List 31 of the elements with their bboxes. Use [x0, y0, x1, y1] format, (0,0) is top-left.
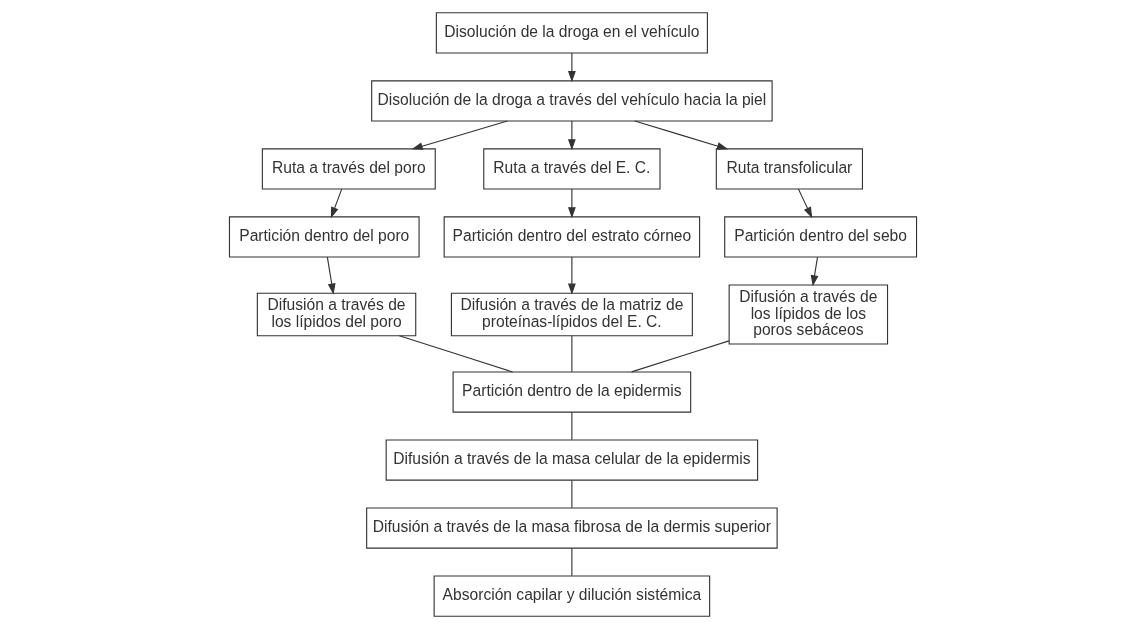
- arrow: [567, 52, 576, 83]
- node-box: Ruta a través del poro: [261, 148, 436, 190]
- arrow: [567, 188, 576, 219]
- node-box: Difusión a través de los lípidos de los poros sebáceos: [728, 284, 889, 345]
- connector: [398, 335, 514, 373]
- node-box: Partición dentro del sebo: [724, 216, 918, 258]
- arrow: [567, 120, 576, 151]
- node-box: Disolución de la droga a través del vehículo hacia la piel: [371, 80, 773, 122]
- connector: [571, 411, 573, 441]
- node-box: Difusión a través de la masa celular de la epidermis: [385, 439, 759, 481]
- node-box: Difusión a través de la masa fibrosa de la dermis superior: [366, 507, 778, 549]
- connector: [571, 335, 573, 373]
- arrow: [634, 120, 729, 150]
- node-box: Partición dentro del estrato córneo: [443, 216, 701, 258]
- node-box: Ruta a través del E. C.: [483, 148, 661, 190]
- node-box: Partición dentro de la epidermis: [452, 371, 692, 413]
- arrow: [326, 256, 336, 295]
- node-box: Difusión a través de los lípidos del poro: [256, 292, 417, 337]
- node-box: Disolución de la droga en el vehículo: [435, 12, 708, 54]
- connector: [571, 547, 573, 577]
- connector: [571, 479, 573, 509]
- arrow: [567, 256, 576, 295]
- connector: [631, 340, 730, 373]
- arrow: [797, 188, 813, 219]
- node-box: Ruta transfolicular: [715, 148, 863, 190]
- node-box: Partición dentro del poro: [228, 216, 420, 258]
- arrow: [411, 120, 508, 150]
- arrow: [330, 188, 343, 219]
- node-box: Absorción capilar y dilución sistémica: [433, 575, 711, 617]
- arrow: [810, 256, 819, 287]
- node-box: Difusión a través de la matriz de proteínas-lípidos del E. C.: [450, 292, 693, 337]
